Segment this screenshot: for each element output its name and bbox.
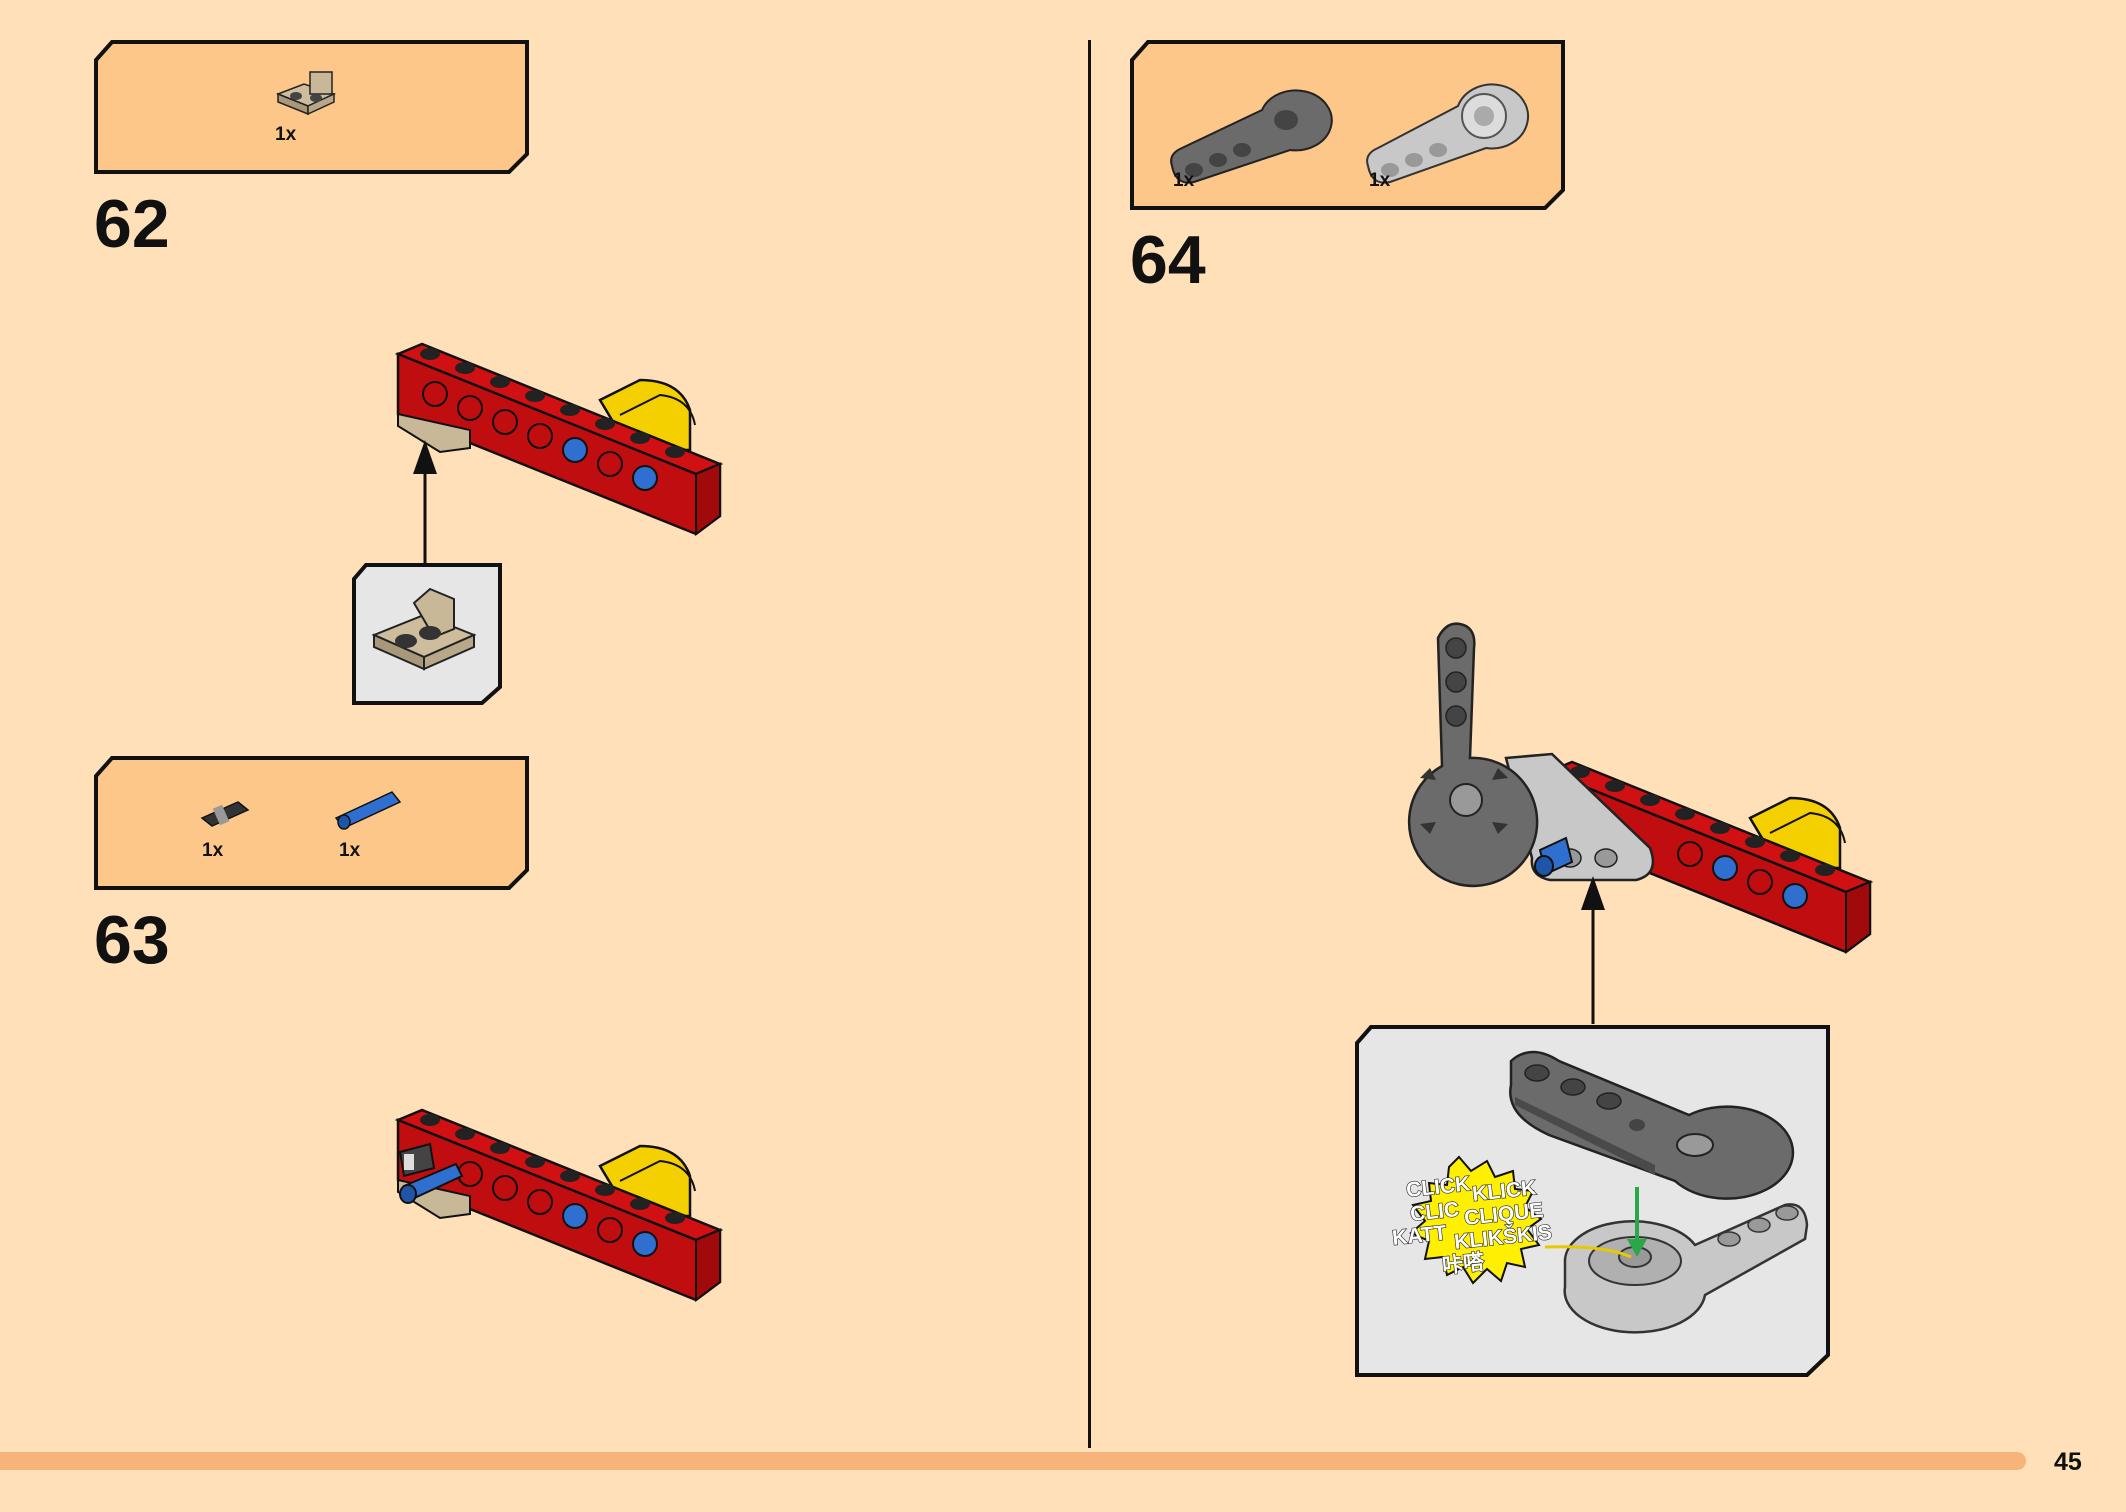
step-64-parts-box (1130, 40, 1565, 210)
step-63-parts-box (94, 756, 529, 890)
step-64-model-illustration (1407, 622, 1874, 954)
step-62-number: 62 (94, 186, 170, 262)
blue-pin-part-icon (334, 791, 402, 830)
step-64-arrow (1581, 876, 1605, 1024)
dark-grey-arm-part-icon (1170, 89, 1333, 184)
black-pin-part-icon (200, 801, 250, 827)
tan-bracket-part-icon (275, 71, 337, 116)
footer-bar (0, 1452, 2026, 1470)
step-62-arrow (413, 440, 437, 564)
step-64-part-1-qty: 1x (1173, 170, 1195, 191)
step-63-model-illustration (394, 1108, 724, 1302)
step-62-parts-box (94, 40, 529, 174)
page-number: 45 (2054, 1448, 2082, 1476)
step-62-model-illustration (394, 342, 724, 536)
step-62-part-qty: 1x (275, 124, 297, 145)
step-64-number: 64 (1130, 222, 1206, 298)
step-63-number: 63 (94, 902, 170, 978)
click-word-7: 咔嗒 (1441, 1251, 1486, 1278)
step-63-part-2-qty: 1x (339, 840, 361, 861)
click-starburst-icon (1409, 1155, 1543, 1285)
step-62-callout-box (352, 563, 502, 705)
step-64-callout-box: CLICK KLICK CLIC CLIQUE KATT KLIKŠKIS 咔嗒 (1355, 1025, 1830, 1377)
step-64-part-2-qty: 1x (1369, 170, 1391, 191)
step-63-part-1-qty: 1x (202, 840, 224, 861)
page-divider (1088, 40, 1091, 1448)
light-grey-arm-part-icon (1366, 83, 1529, 184)
